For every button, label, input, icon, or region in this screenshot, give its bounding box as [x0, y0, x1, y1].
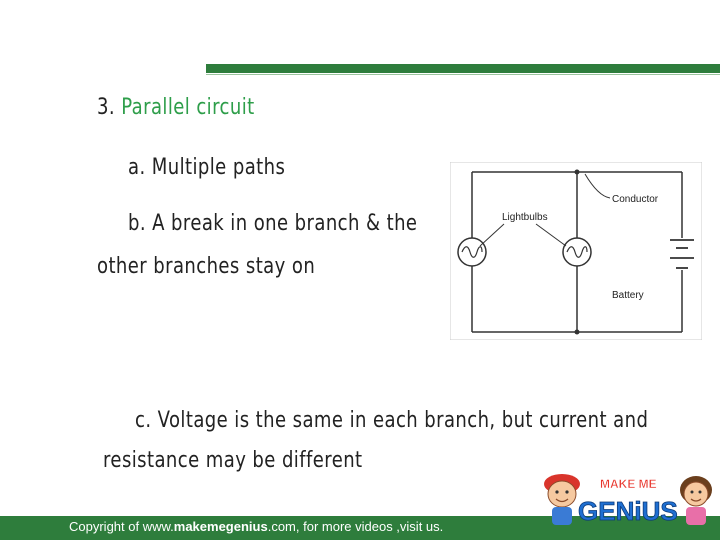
conductor-label: Conductor — [612, 194, 659, 205]
makemegenius-logo: MAKE ME GENiUS — [544, 474, 712, 526]
section-heading: 3. Parallel circuit — [97, 94, 255, 122]
footer-prefix: Copyright of www. — [69, 519, 174, 534]
point-b-line1: b. A break in one branch & the — [128, 211, 418, 236]
lightbulbs-label: Lightbulbs — [502, 212, 548, 223]
lightbulb-pointer-left — [479, 223, 505, 247]
junction-bottom — [574, 329, 580, 335]
logo-main-text: GENiUS — [578, 496, 678, 526]
battery-label: Battery — [612, 290, 644, 301]
battery-symbol — [670, 239, 694, 269]
heading-number: 3. — [97, 95, 116, 120]
heading-title: Parallel circuit — [121, 95, 255, 120]
point-c-line1: c. Voltage is the same in each branch, b… — [135, 408, 649, 433]
mascot-girl-icon — [680, 476, 712, 525]
top-accent-rule — [206, 64, 720, 73]
lightbulb-pointer-right — [535, 223, 567, 247]
point-b-line2: other branches stay on — [97, 254, 316, 279]
parallel-circuit-diagram: Lightbulbs Conductor Battery — [450, 162, 702, 340]
top-accent-rule-shadow — [206, 74, 720, 75]
footer-bar — [0, 516, 720, 540]
footer-suffix: .com, for more videos ,visit us. — [267, 519, 444, 534]
lightbulb-left — [457, 237, 487, 267]
mascot-boy-icon — [544, 474, 580, 525]
logo-top-text: MAKE ME — [600, 477, 657, 491]
conductor-pointer — [584, 173, 611, 199]
lightbulb-middle — [562, 237, 592, 267]
point-a: a. Multiple paths — [128, 155, 286, 180]
junction-top — [574, 169, 580, 175]
point-c-line2: resistance may be different — [103, 448, 363, 473]
footer-copyright: Copyright of www.makemegenius.com, for m… — [69, 519, 443, 534]
footer-brand-link[interactable]: makemegenius — [173, 519, 268, 534]
